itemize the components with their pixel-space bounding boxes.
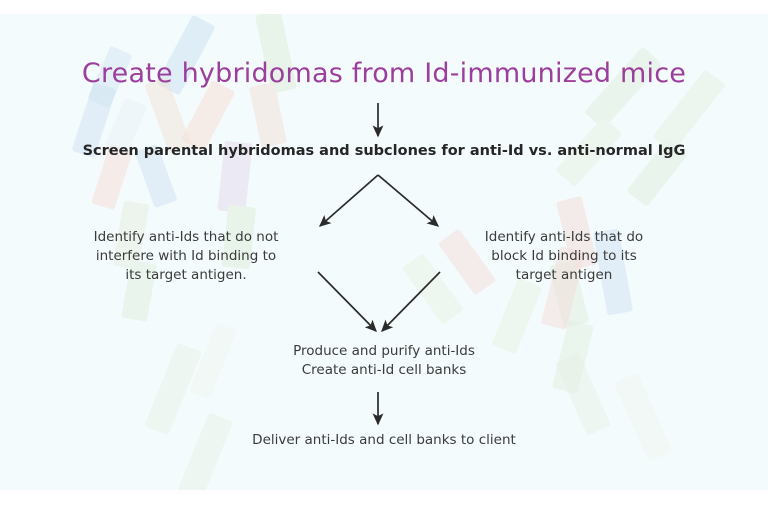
merge-step-label: Produce and purify anti-Ids Create anti-… bbox=[293, 343, 475, 378]
slide-title: Create hybridomas from Id-immunized mice bbox=[81, 58, 687, 89]
antibody-stem-segment bbox=[144, 342, 202, 436]
slide-background bbox=[0, 14, 768, 490]
antibody-stem-segment bbox=[554, 352, 612, 436]
branch-left-label: Identify anti-Ids that do not interfere … bbox=[93, 229, 279, 283]
antibody-arm-segment bbox=[248, 81, 288, 149]
final-step-label: Deliver anti-Ids and cell banks to clien… bbox=[252, 432, 516, 448]
antibody-watermark-bottomright bbox=[540, 344, 740, 490]
antibody-stem-segment bbox=[613, 372, 673, 462]
antibody-watermark-bottomleft bbox=[130, 314, 310, 490]
antibody-watermark-left bbox=[60, 74, 260, 344]
antibody-stem-segment bbox=[176, 412, 234, 490]
branch-right-label: Identify anti-Ids that do block Id bindi… bbox=[484, 229, 644, 283]
antibody-arm-segment bbox=[180, 79, 236, 153]
screening-step-label: Screen parental hybridomas and subclones… bbox=[82, 143, 686, 159]
antibody-stem-segment bbox=[551, 319, 595, 395]
